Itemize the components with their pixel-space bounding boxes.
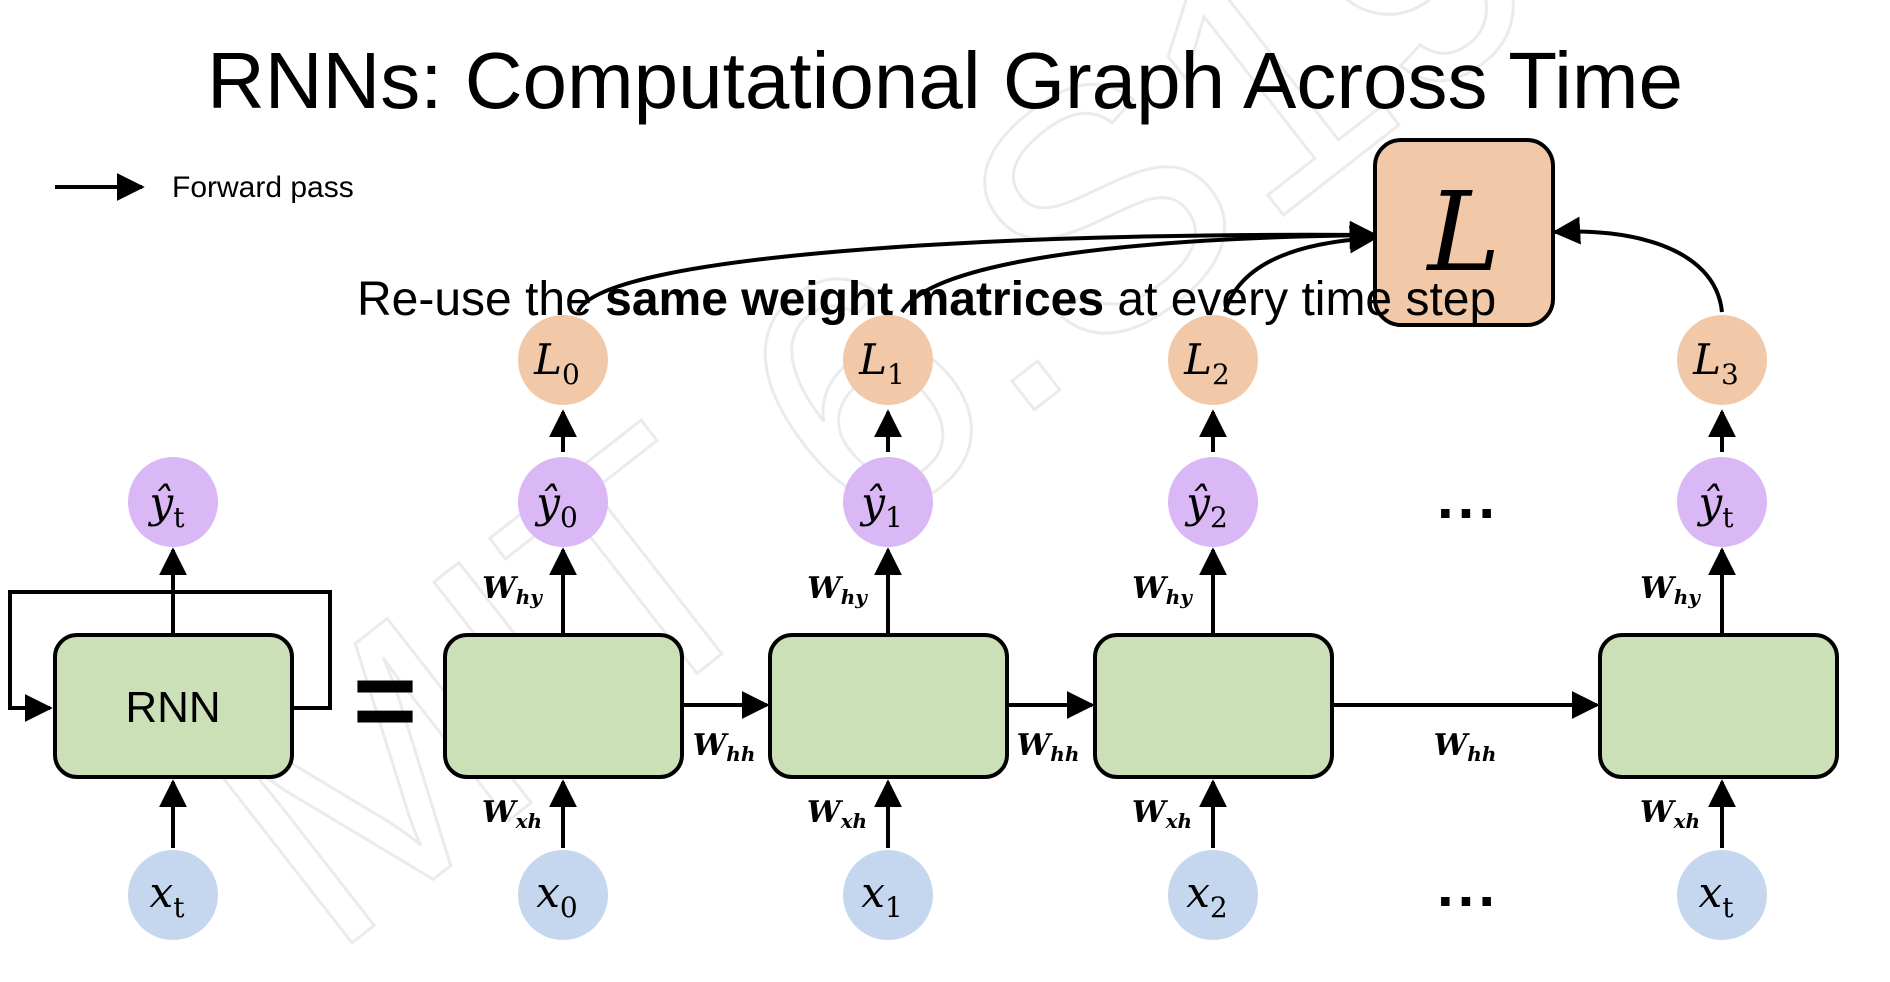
- rnn-cell-2: [1093, 633, 1334, 779]
- loss-arrow-0: [576, 220, 1378, 313]
- output-label-last: ŷt: [1697, 478, 1735, 534]
- time-step-last: Why Wxh L3 ŷt xt: [1598, 315, 1839, 940]
- rnn-output-node: [128, 457, 218, 547]
- whh-label-1: Whh: [1017, 728, 1080, 766]
- ellipsis-top: ...: [1437, 464, 1499, 531]
- subtitle-bold: same weight matrices: [605, 273, 1104, 326]
- rnn-input-node: [128, 850, 218, 940]
- page-title: RNNs: Computational Graph Across Time: [207, 36, 1683, 125]
- output-node-0: [518, 457, 608, 547]
- output-node-last: [1677, 457, 1767, 547]
- loss-label-last: L3: [1692, 335, 1739, 391]
- time-step-2: Why Wxh L2 ŷ2 x2: [1093, 315, 1334, 940]
- unrolled-chain: Whh Whh Whh Why Wxh L0 ŷ0 x0 Why Wxh: [443, 315, 1839, 940]
- loss-arrow-3: [1552, 216, 1724, 313]
- whh-label-2: Whh: [1434, 728, 1497, 766]
- wxh-label-1: Wxh: [807, 795, 867, 833]
- output-node-2: [1168, 457, 1258, 547]
- input-label-1: x1: [861, 868, 903, 924]
- wxh-label-0: Wxh: [482, 795, 542, 833]
- output-label-0: ŷ0: [534, 478, 578, 534]
- why-label-last: Why: [1640, 571, 1701, 609]
- output-label-2: ŷ2: [1184, 478, 1228, 534]
- loss-arrow-1: [900, 221, 1378, 314]
- input-node-1: [843, 850, 933, 940]
- rnn-cell-last: [1598, 633, 1839, 779]
- total-loss-label: L: [1425, 168, 1500, 296]
- rnn-cell-0: [443, 633, 684, 779]
- legend-label: Forward pass: [172, 171, 354, 204]
- subtitle: Re-use the same weight matrices at every…: [357, 273, 1496, 326]
- why-label-0: Why: [482, 571, 543, 609]
- loss-aggregation-arrows: [576, 216, 1724, 314]
- legend: Forward pass: [55, 171, 354, 204]
- recurrence-loop: [8, 590, 332, 722]
- rnn-output-label: ŷt: [148, 478, 186, 534]
- loss-node-last: [1677, 315, 1767, 405]
- input-label-0: x0: [536, 868, 578, 924]
- subtitle-suffix: at every time step: [1104, 273, 1496, 326]
- folded-rnn: RNN ŷt xt: [8, 457, 332, 940]
- loss-node-1: [843, 315, 933, 405]
- input-label-last: xt: [1699, 868, 1735, 924]
- loss-arrow-2: [1223, 225, 1378, 313]
- whh-label-0: Whh: [693, 728, 756, 766]
- equals-sign: =: [353, 639, 417, 762]
- time-step-0: Why Wxh L0 ŷ0 x0: [443, 315, 684, 940]
- total-loss-node: L: [1373, 138, 1555, 327]
- input-node-0: [518, 850, 608, 940]
- wxh-label-last: Wxh: [1640, 795, 1700, 833]
- input-node-2: [1168, 850, 1258, 940]
- loss-label-2: L2: [1183, 335, 1230, 391]
- time-step-1: Why Wxh L1 ŷ1 x1: [768, 315, 1009, 940]
- ellipsis-bottom: ...: [1437, 852, 1499, 919]
- rnn-label: RNN: [125, 683, 220, 732]
- loss-node-0: [518, 315, 608, 405]
- why-label-1: Why: [807, 571, 868, 609]
- input-node-last: [1677, 850, 1767, 940]
- output-node-1: [843, 457, 933, 547]
- loss-label-1: L1: [858, 335, 905, 391]
- why-label-2: Why: [1132, 571, 1193, 609]
- input-label-2: x2: [1186, 868, 1228, 924]
- wxh-label-2: Wxh: [1132, 795, 1192, 833]
- total-loss-box: [1373, 138, 1555, 327]
- loss-label-0: L0: [533, 335, 580, 391]
- loss-node-2: [1168, 315, 1258, 405]
- rnn-input-label: xt: [150, 868, 186, 924]
- rnn-cell-1: [768, 633, 1009, 779]
- output-label-1: ŷ1: [859, 478, 903, 534]
